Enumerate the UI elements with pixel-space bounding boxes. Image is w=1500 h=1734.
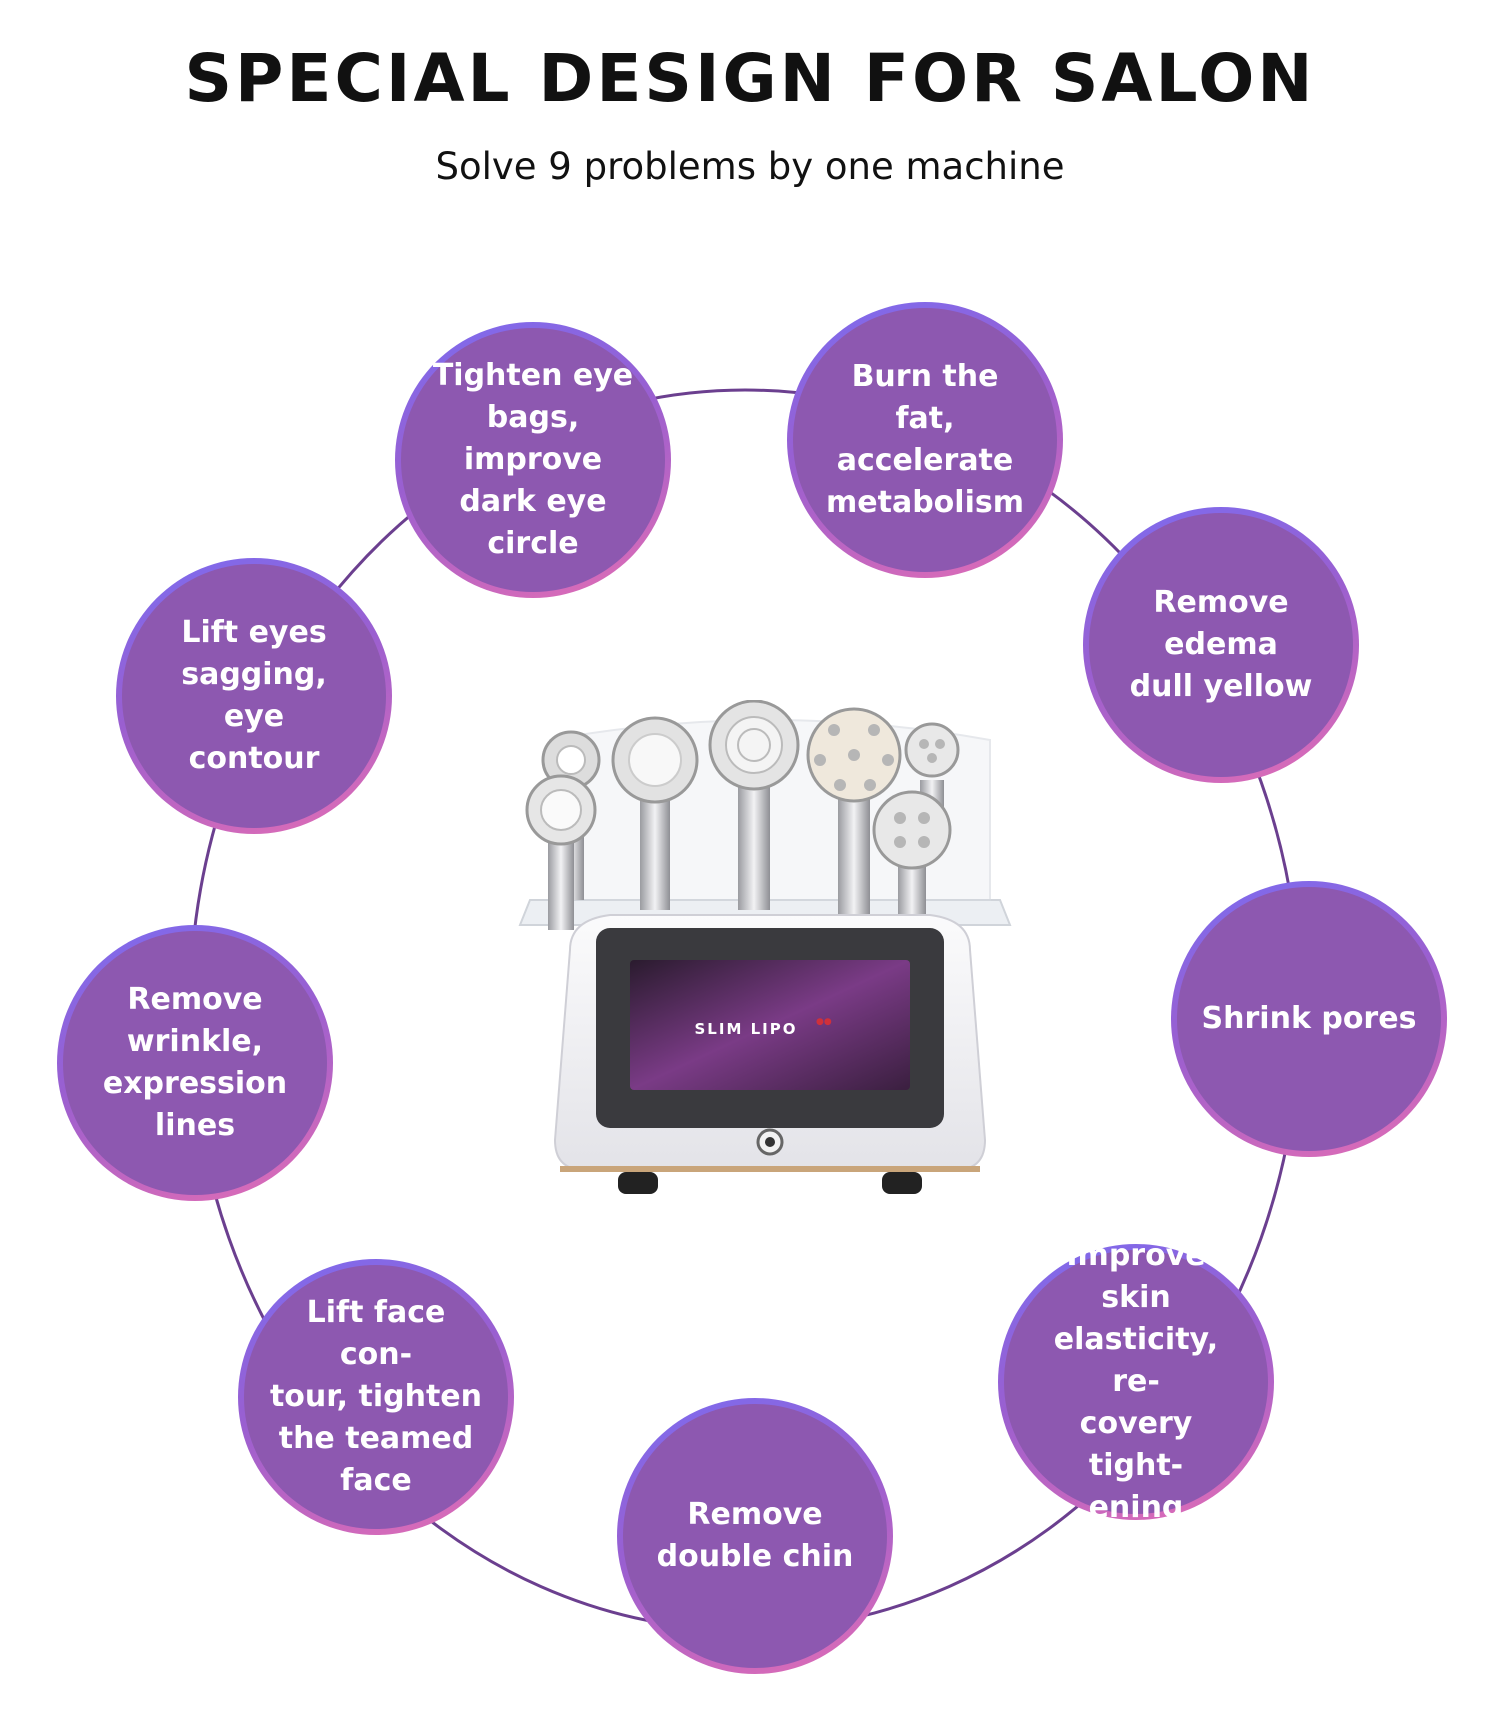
benefit-label: Remove edema dull yellow xyxy=(1129,585,1313,704)
benefit-circle-face-contour: Lift face con- tour, tighten the teamed … xyxy=(238,1259,514,1535)
benefit-circle-skin-elasticity: Improve skin elasticity, re- covery tigh… xyxy=(998,1238,1274,1525)
benefit-label: Tighten eye bags, improve dark eye circl… xyxy=(432,358,634,561)
benefit-label: Lift eyes sagging, eye contour xyxy=(181,615,327,776)
handpiece-4 xyxy=(806,707,902,920)
benefit-label: Remove double chin xyxy=(656,1497,854,1574)
benefit-label: Improve skin elasticity, re- covery tigh… xyxy=(1053,1238,1219,1525)
benefit-circle-edema: Remove edema dull yellow xyxy=(1083,507,1359,783)
page-subtitle: Solve 9 problems by one machine xyxy=(435,145,1065,188)
benefit-label: Shrink pores xyxy=(1201,1001,1417,1036)
benefit-circle-double-chin: Remove double chin xyxy=(617,1398,893,1674)
page-title: SPECIAL DESIGN FOR SALON xyxy=(184,40,1316,117)
benefit-circle-lift-eyes: Lift eyes sagging, eye contour xyxy=(116,558,392,834)
slimming-machine-image: SLIM LIPO ●● xyxy=(518,700,1012,1194)
screen-brand-text: SLIM LIPO xyxy=(695,1020,798,1038)
benefit-label: Lift face con- tour, tighten the teamed … xyxy=(269,1295,483,1498)
handpiece-3 xyxy=(708,700,800,910)
handpiece-1 xyxy=(525,730,601,930)
handpiece-2 xyxy=(611,716,699,910)
benefit-circle-burn-fat: Burn the fat, accelerate metabolism xyxy=(787,302,1063,578)
benefit-label: Burn the fat, accelerate metabolism xyxy=(826,359,1024,520)
benefit-circle-wrinkle: Remove wrinkle, expression lines xyxy=(57,925,333,1201)
benefit-label: Remove wrinkle, expression lines xyxy=(102,982,288,1143)
screen-brand-mark: ●● xyxy=(816,1017,832,1027)
handpiece-5 xyxy=(872,722,960,940)
benefit-circle-shrink-pores: Shrink pores xyxy=(1171,881,1447,1157)
benefit-circle-eye-bags: Tighten eye bags, improve dark eye circl… xyxy=(395,322,671,598)
